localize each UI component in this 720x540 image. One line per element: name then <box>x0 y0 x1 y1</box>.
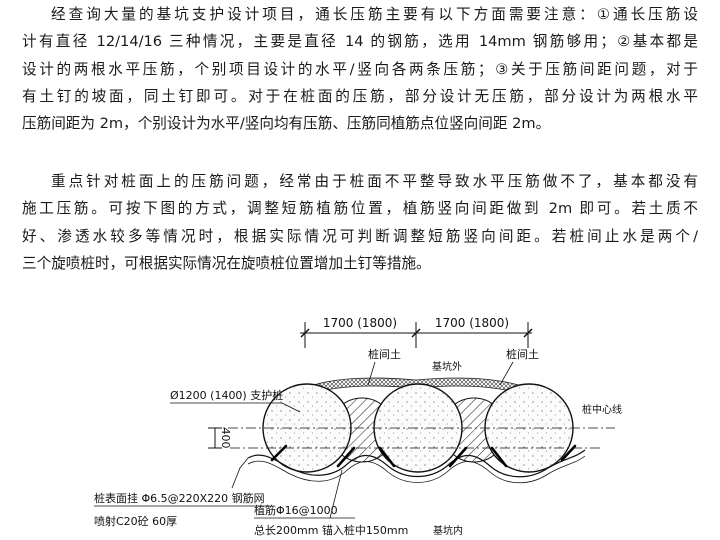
pile-label: Ø1200 (1400) 支护桩 <box>170 388 283 402</box>
pit-outside-label: 基坑外 <box>432 360 462 373</box>
mesh-label: 桩表面挂 Φ6.5@220X220 钢筋网 <box>94 491 265 505</box>
bar-length-label: 总长200mm 锚入桩中150mm <box>254 523 408 537</box>
centerline-label: 桩中心线 <box>582 403 622 416</box>
paragraph-line: 压筋间距为 2m，个别设计为水平/竖向均有压筋、压筋同植筋点位竖向间距 2m。 <box>22 115 551 133</box>
dimension-right-label: 1700 (1800) <box>435 316 509 330</box>
paragraph-line: 重点针对桩面上的压筋问题，经常由于桩面不平整导致水平压筋做不了，基本都没有 <box>51 173 698 190</box>
dimension-line <box>300 322 533 348</box>
soil-left-label: 桩间土 <box>368 347 401 361</box>
shotcrete-face-inner <box>247 455 586 484</box>
paragraph-line: 三个旋喷桩时，可根据实际情况在旋喷桩位置增加土钉等措施。 <box>22 254 431 272</box>
offset-label: 400 <box>219 428 232 449</box>
paragraph-2: 重点针对桩面上的压筋问题，经常由于桩面不平整导致水平压筋做不了，基本都没有 施工… <box>22 168 698 277</box>
shotcrete-label: 喷射C20砼 60厚 <box>94 514 177 528</box>
anchor-bars <box>270 444 577 468</box>
paragraph-line: 好、渗透水较多等情况时，根据实际情况可判断调整短筋竖向间距。若桩间止水是两个/ <box>22 227 698 245</box>
offset-dimension <box>208 427 222 449</box>
pile-section-diagram: 1700 (1800) 1700 (1800) <box>94 316 622 537</box>
paragraph-1: 经查询大量的基坑支护设计项目，通长压筋主要有以下方面需要注意：①通长压筋设 计有… <box>22 1 698 137</box>
pit-inside-label: 基坑内 <box>433 524 463 537</box>
dimension-left-label: 1700 (1800) <box>323 316 397 330</box>
paragraph-line: 有土钉的坡面，同土钉即可。对于在桩面的压筋，部分设计无压筋，部分设计为两根水平 <box>22 87 698 105</box>
shotcrete-face <box>247 449 586 478</box>
paragraph-line: 施工压筋。可按下图的方式，调整短筋植筋位置，植筋竖向间距做到 2m 即可。若土质… <box>22 200 698 218</box>
paragraph-line: 经查询大量的基坑支护设计项目，通长压筋主要有以下方面需要注意：①通长压筋设 <box>51 6 698 23</box>
soil-right-label: 桩间土 <box>506 347 539 361</box>
paragraph-line: 设计的两根水平压筋，个别项目设计的水平/竖向各两条压筋；③关于压筋间距问题，对于 <box>22 60 698 78</box>
bar-label: 植筋Φ16@1000 <box>254 503 338 517</box>
paragraph-line: 计有直径 12/14/16 三种情况，主要是直径 14 的钢筋，选用 14mm … <box>22 33 698 51</box>
